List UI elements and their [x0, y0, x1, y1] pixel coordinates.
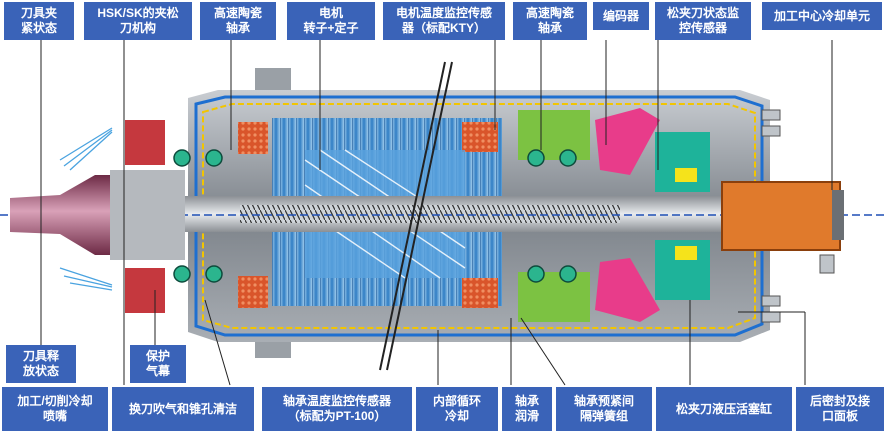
- front-nose: [110, 170, 185, 260]
- rear-bottom-bearing-block: [518, 272, 590, 322]
- front-top-seal: [125, 120, 165, 165]
- label-motor: 电机 转子+定子: [287, 2, 375, 40]
- rear-bearings: [527, 149, 577, 283]
- label-ceramic-bearing-front: 高速陶瓷 轴承: [200, 2, 276, 40]
- front-bearings: [173, 149, 223, 283]
- cooling-channel-outline: [194, 95, 764, 337]
- sensor-indicator-top: [675, 168, 697, 182]
- label-motor-temp-sensor: 电机温度监控传感 器（标配KTY）: [383, 2, 505, 40]
- rotary-union: [721, 181, 841, 251]
- coolant-spray-bottom: [59, 267, 113, 291]
- rear-bottom-coil: [462, 278, 498, 308]
- label-cutting-nozzle: 加工/切削冷却 喷嘴: [2, 387, 108, 431]
- label-preload-spring: 轴承预紧间 隔弹簧组: [556, 387, 652, 431]
- encoder: [595, 108, 660, 175]
- front-top-coil: [238, 122, 268, 154]
- rear-fittings: [761, 109, 835, 323]
- rear-top-coil: [462, 122, 498, 152]
- union-fitting: [832, 190, 844, 240]
- label-hsk-clamp-mech: HSK/SK的夹松 刀机构: [84, 2, 192, 40]
- label-tool-change-air: 换刀吹气和锥孔清洁: [112, 387, 254, 431]
- label-bearing-temp-sensor: 轴承温度监控传感器 （标配为PT-100）: [262, 387, 412, 431]
- tool-holder: [10, 175, 110, 255]
- break-line-a: [379, 61, 446, 371]
- label-hydraulic-piston: 松夹刀液压活塞缸: [656, 387, 792, 431]
- label-protect-air: 保护 气幕: [130, 345, 186, 383]
- rear-top-bearing-block: [518, 110, 590, 160]
- label-tool-release-state: 刀具释 放状态: [6, 345, 76, 383]
- front-bottom-coil: [238, 276, 268, 308]
- label-internal-cooling: 内部循环 冷却: [416, 387, 498, 431]
- sensor-indicator-bottom: [675, 246, 697, 260]
- coolant-spray-top: [59, 127, 113, 171]
- break-line-b: [386, 61, 453, 371]
- label-encoder: 编码器: [593, 2, 649, 30]
- encoder-lower: [595, 258, 660, 322]
- leader-lines: [40, 40, 833, 386]
- label-bearing-lube: 轴承 润滑: [502, 387, 552, 431]
- label-tool-clamp-state: 刀具夹 紧状态: [4, 2, 74, 40]
- label-coolant-unit: 加工中心冷却单元: [762, 2, 882, 30]
- label-ceramic-bearing-rear: 高速陶瓷 轴承: [513, 2, 587, 40]
- clamp-sensor-top: [655, 132, 710, 192]
- disc-spring-stack: [240, 205, 620, 223]
- front-bottom-seal: [125, 268, 165, 313]
- label-unclamp-sensor: 松夹刀状态监 控传感器: [655, 2, 751, 40]
- air-channel-outline: [202, 103, 756, 329]
- label-rear-seal-panel: 后密封及接 口面板: [796, 387, 884, 431]
